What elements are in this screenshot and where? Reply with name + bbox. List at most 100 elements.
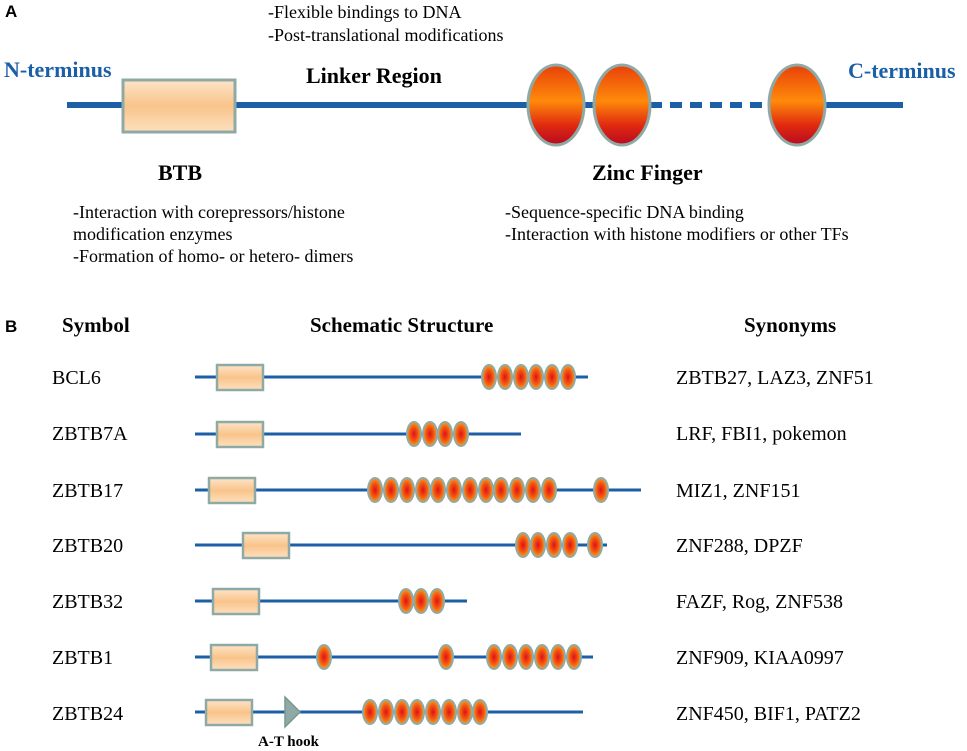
header-symbol: Symbol bbox=[62, 313, 130, 337]
symbol-zbtb24: ZBTB24 bbox=[52, 703, 123, 725]
zf-zbtb32-2 bbox=[413, 588, 429, 614]
zf-zbtb1-7 bbox=[550, 644, 566, 670]
zf-zbtb17-10 bbox=[509, 477, 525, 503]
zf-zbtb1-2 bbox=[438, 644, 454, 670]
zinc-finger-1 bbox=[526, 63, 586, 147]
zf-group-bcl6 bbox=[481, 364, 576, 390]
symbol-zbtb7a: ZBTB7A bbox=[52, 423, 128, 445]
zf-zbtb24-6 bbox=[441, 699, 457, 725]
zf-zbtb17-3 bbox=[399, 477, 415, 503]
zf-zbtb17-8 bbox=[478, 477, 494, 503]
at-hook-triangle bbox=[284, 695, 302, 729]
structure-zbtb7a bbox=[195, 420, 521, 449]
header-structure: Schematic Structure bbox=[310, 313, 493, 337]
zf-bcl6-1 bbox=[481, 364, 497, 390]
structure-zbtb32 bbox=[195, 587, 467, 616]
zf-zbtb1-4 bbox=[502, 644, 518, 670]
zf-bcl6-3 bbox=[513, 364, 529, 390]
zf-zbtb24-7 bbox=[457, 699, 473, 725]
structure-zbtb17 bbox=[195, 476, 641, 505]
zf-zbtb7a-4 bbox=[453, 421, 469, 447]
symbol-zbtb32: ZBTB32 bbox=[52, 591, 123, 613]
zf-zbtb7a-1 bbox=[406, 421, 422, 447]
zf-zbtb1-1 bbox=[316, 644, 332, 670]
btb-box-zbtb17 bbox=[207, 476, 257, 505]
zf-zbtb24-1 bbox=[362, 699, 378, 725]
zf-zbtb17-12 bbox=[541, 477, 557, 503]
synonyms-bcl6: ZBTB27, LAZ3, ZNF51 bbox=[676, 367, 874, 389]
zinc-finger-2 bbox=[592, 63, 652, 147]
zf-zbtb1-8 bbox=[566, 644, 582, 670]
btb-box-zbtb32 bbox=[211, 587, 261, 616]
zf-zbtb24-5 bbox=[425, 699, 441, 725]
btb-box-bcl6 bbox=[215, 363, 265, 392]
zf-zbtb17-13 bbox=[593, 477, 609, 503]
n-terminus-label: N-terminus bbox=[4, 57, 112, 82]
synonyms-zbtb17: MIZ1, ZNF151 bbox=[676, 480, 800, 502]
zf-zbtb1-5 bbox=[518, 644, 534, 670]
zf-zbtb17-1 bbox=[367, 477, 383, 503]
zf-zbtb24-2 bbox=[378, 699, 394, 725]
synonyms-zbtb20: ZNF288, DPZF bbox=[676, 535, 803, 557]
zf-zbtb17-9 bbox=[493, 477, 509, 503]
structure-bcl6 bbox=[195, 363, 588, 392]
zf-zbtb20-3 bbox=[546, 532, 562, 558]
panel-b-letter: B bbox=[5, 317, 17, 336]
symbol-zbtb17: ZBTB17 bbox=[52, 480, 123, 502]
zf-bcl6-6 bbox=[560, 364, 576, 390]
structure-zbtb1 bbox=[195, 643, 593, 672]
symbol-zbtb20: ZBTB20 bbox=[52, 535, 123, 557]
btb-box-zbtb24 bbox=[204, 698, 254, 727]
zf-zbtb24-4 bbox=[409, 699, 425, 725]
zf-zbtb17-4 bbox=[415, 477, 431, 503]
synonyms-zbtb1: ZNF909, KIAA0997 bbox=[676, 647, 844, 669]
zf-bcl6-4 bbox=[528, 364, 544, 390]
structure-zbtb20 bbox=[195, 531, 607, 560]
btb-domain bbox=[121, 78, 237, 134]
panel-a-letter: A bbox=[5, 2, 17, 21]
zf-zbtb20-1 bbox=[515, 532, 531, 558]
btb-box-zbtb7a bbox=[215, 420, 265, 449]
zinc-finger-n bbox=[767, 63, 827, 147]
zf-zbtb17-11 bbox=[525, 477, 541, 503]
btb-note-1: -Interaction with corepressors/histone bbox=[73, 202, 345, 222]
linker-region-title: Linker Region bbox=[306, 63, 442, 88]
zf-zbtb7a-2 bbox=[422, 421, 438, 447]
zf-note-1: -Sequence-specific DNA binding bbox=[505, 202, 744, 222]
zf-zbtb20-4 bbox=[562, 532, 578, 558]
btb-box-zbtb1 bbox=[209, 643, 259, 672]
at-hook-label: A-T hook bbox=[258, 734, 320, 750]
zf-zbtb17-7 bbox=[462, 477, 478, 503]
zf-zbtb1-3 bbox=[486, 644, 502, 670]
btb-note-2: modification enzymes bbox=[73, 224, 232, 244]
zinc-finger-title: Zinc Finger bbox=[592, 160, 703, 185]
linker-note-2: -Post-translational modifications bbox=[268, 25, 503, 45]
zf-zbtb32-1 bbox=[398, 588, 414, 614]
structure-zbtb24 bbox=[195, 695, 583, 729]
synonyms-zbtb7a: LRF, FBI1, pokemon bbox=[676, 423, 847, 445]
zf-note-2: -Interaction with histone modifiers or o… bbox=[505, 224, 849, 244]
symbol-zbtb1: ZBTB1 bbox=[52, 647, 113, 669]
zf-zbtb17-6 bbox=[446, 477, 462, 503]
zf-zbtb24-8 bbox=[472, 699, 488, 725]
zf-bcl6-2 bbox=[497, 364, 513, 390]
zf-zbtb20-5 bbox=[587, 532, 603, 558]
synonyms-zbtb24: ZNF450, BIF1, PATZ2 bbox=[676, 703, 861, 725]
zf-zbtb17-5 bbox=[430, 477, 446, 503]
zf-zbtb32-3 bbox=[429, 588, 445, 614]
btb-note-3: -Formation of homo- or hetero- dimers bbox=[73, 246, 353, 266]
zf-zbtb20-2 bbox=[530, 532, 546, 558]
synonyms-zbtb32: FAZF, Rog, ZNF538 bbox=[676, 591, 843, 613]
zf-zbtb1-6 bbox=[534, 644, 550, 670]
zf-bcl6-5 bbox=[544, 364, 560, 390]
c-terminus-label: C-terminus bbox=[848, 58, 956, 83]
linker-note-1: -Flexible bindings to DNA bbox=[268, 2, 462, 22]
btb-box-zbtb20 bbox=[241, 531, 291, 560]
zf-zbtb7a-3 bbox=[437, 421, 453, 447]
btb-title: BTB bbox=[158, 160, 202, 185]
zf-zbtb17-2 bbox=[383, 477, 399, 503]
zf-zbtb24-3 bbox=[394, 699, 410, 725]
symbol-bcl6: BCL6 bbox=[52, 367, 101, 389]
header-synonyms: Synonyms bbox=[744, 313, 836, 337]
